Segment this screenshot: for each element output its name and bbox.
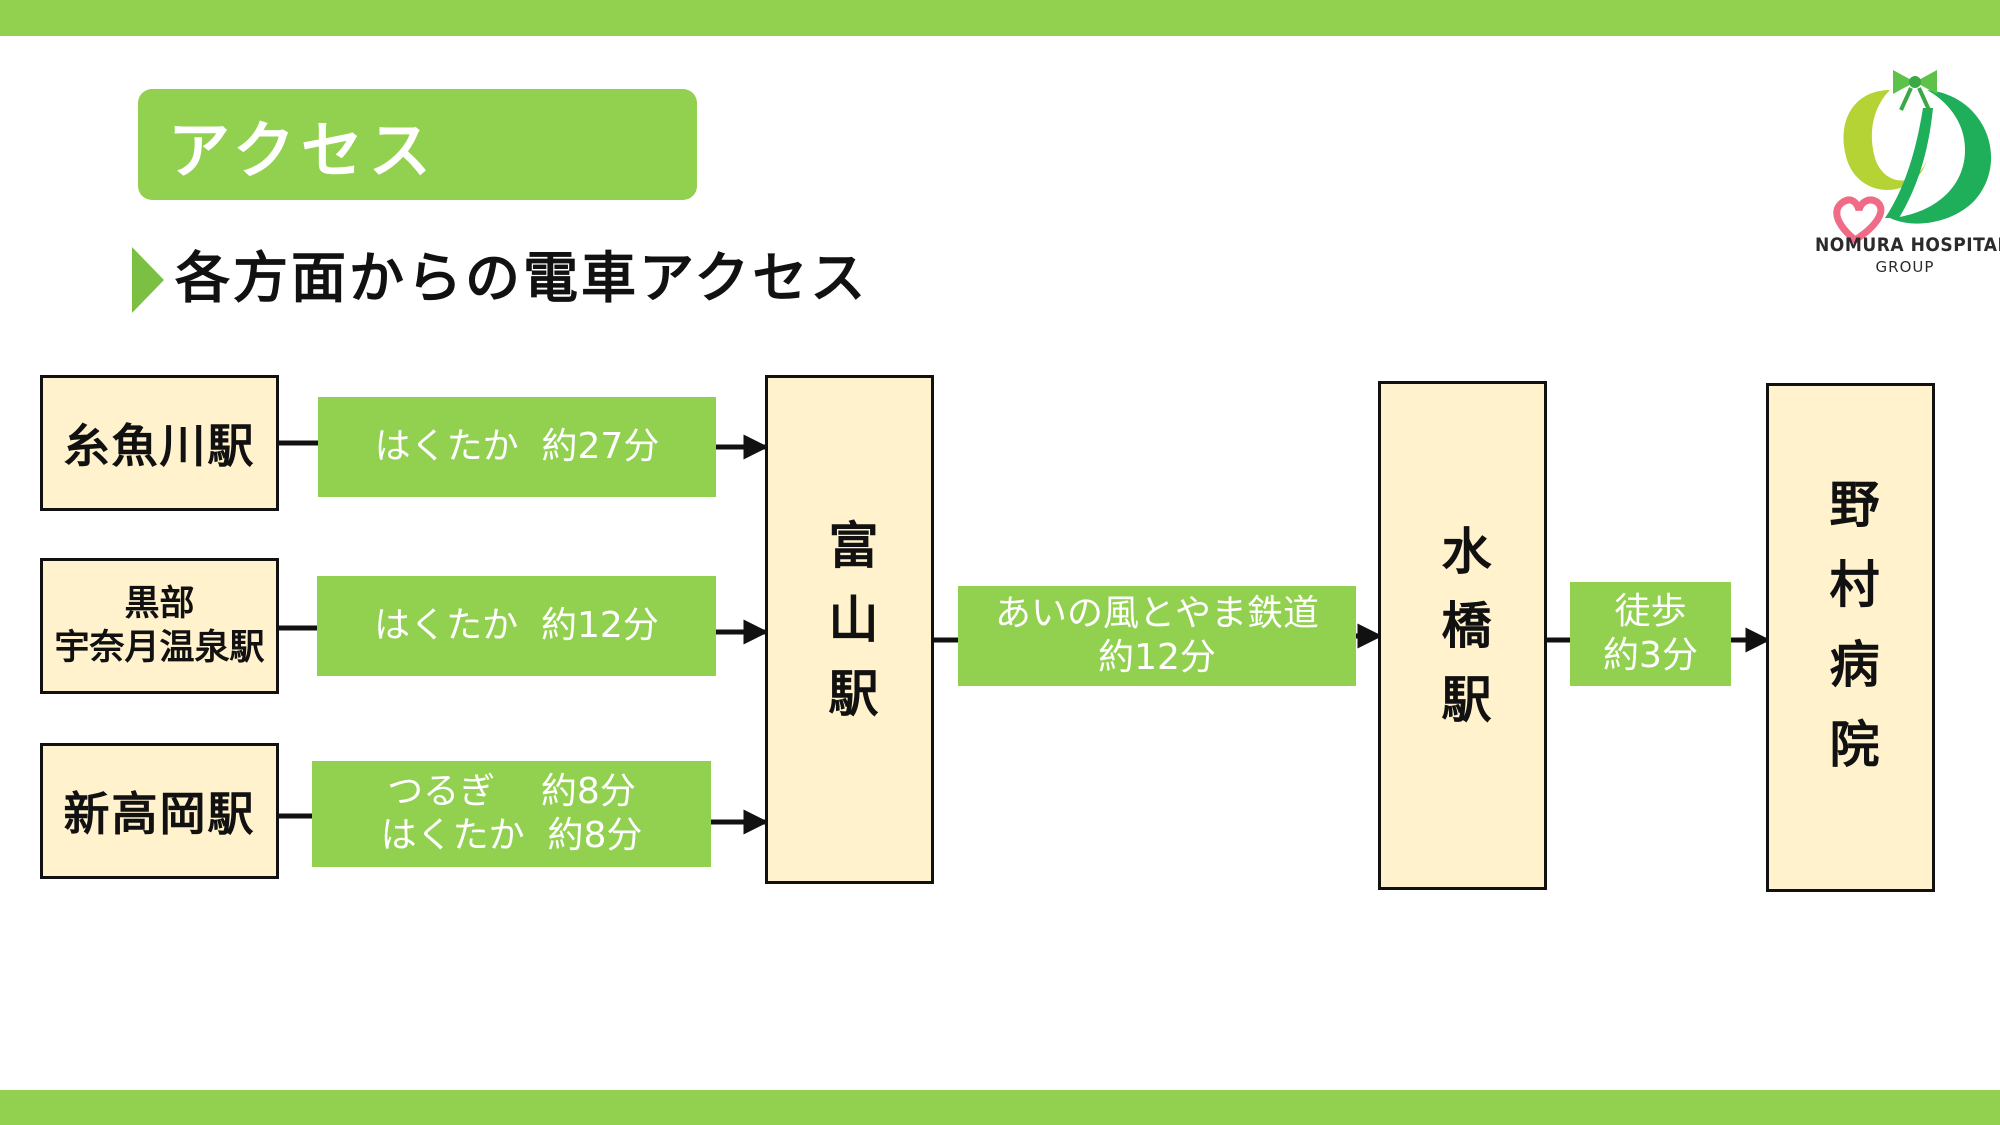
triangle-bullet-icon [132, 247, 164, 313]
section-title-banner: アクセス [138, 89, 697, 200]
route-itoigawa-label: はくたか 約27分 [374, 426, 660, 467]
station-kurobe-line1: 黒部 [124, 584, 195, 624]
destination-nomura-hospital: 野村病院 [1766, 383, 1935, 892]
station-shin-takaoka: 新高岡駅 [40, 743, 279, 879]
subtitle: 各方面からの電車アクセス [175, 246, 869, 310]
route-shintakaoka-line2: はくたか 約8分 [380, 815, 643, 856]
station-itoigawa: 糸魚川駅 [40, 375, 279, 511]
top-accent-band [0, 0, 2000, 36]
route-toyama-mizuhashi: あいの風とやま鉄道 約12分 [958, 586, 1356, 686]
route-kurobe-label: はくたか 約12分 [374, 605, 659, 646]
route-walk-line1: 徒歩 [1614, 591, 1687, 632]
route-walk-line2: 約3分 [1603, 635, 1698, 676]
route-itoigawa-toyama: はくたか 約27分 [318, 397, 716, 497]
route-toyama-mizuhashi-line1: あいの風とやま鉄道 [994, 593, 1319, 634]
section-title: アクセス [168, 113, 437, 187]
route-mizuhashi-hospital: 徒歩 約3分 [1570, 582, 1731, 686]
route-shintakaoka-toyama: つるぎ 約8分 はくたか 約8分 [312, 761, 711, 867]
logo-name: NOMURA HOSPITAL [1815, 234, 2000, 256]
station-kurobe-line2: 宇奈月温泉駅 [54, 628, 265, 668]
route-kurobe-toyama: はくたか 約12分 [317, 576, 716, 676]
station-kurobe-unazuki-onsen: 黒部 宇奈月温泉駅 [40, 558, 279, 694]
logo-group-label: GROUP [1875, 258, 1935, 276]
route-toyama-mizuhashi-line2: 約12分 [1098, 637, 1216, 678]
station-toyama: 富山駅 [765, 375, 934, 884]
station-mizuhashi: 水橋駅 [1378, 381, 1547, 890]
route-shintakaoka-line1: つるぎ 約8分 [387, 771, 636, 812]
bottom-accent-band [0, 1090, 2000, 1125]
ribbon-heart-logo-icon [1833, 70, 1992, 245]
